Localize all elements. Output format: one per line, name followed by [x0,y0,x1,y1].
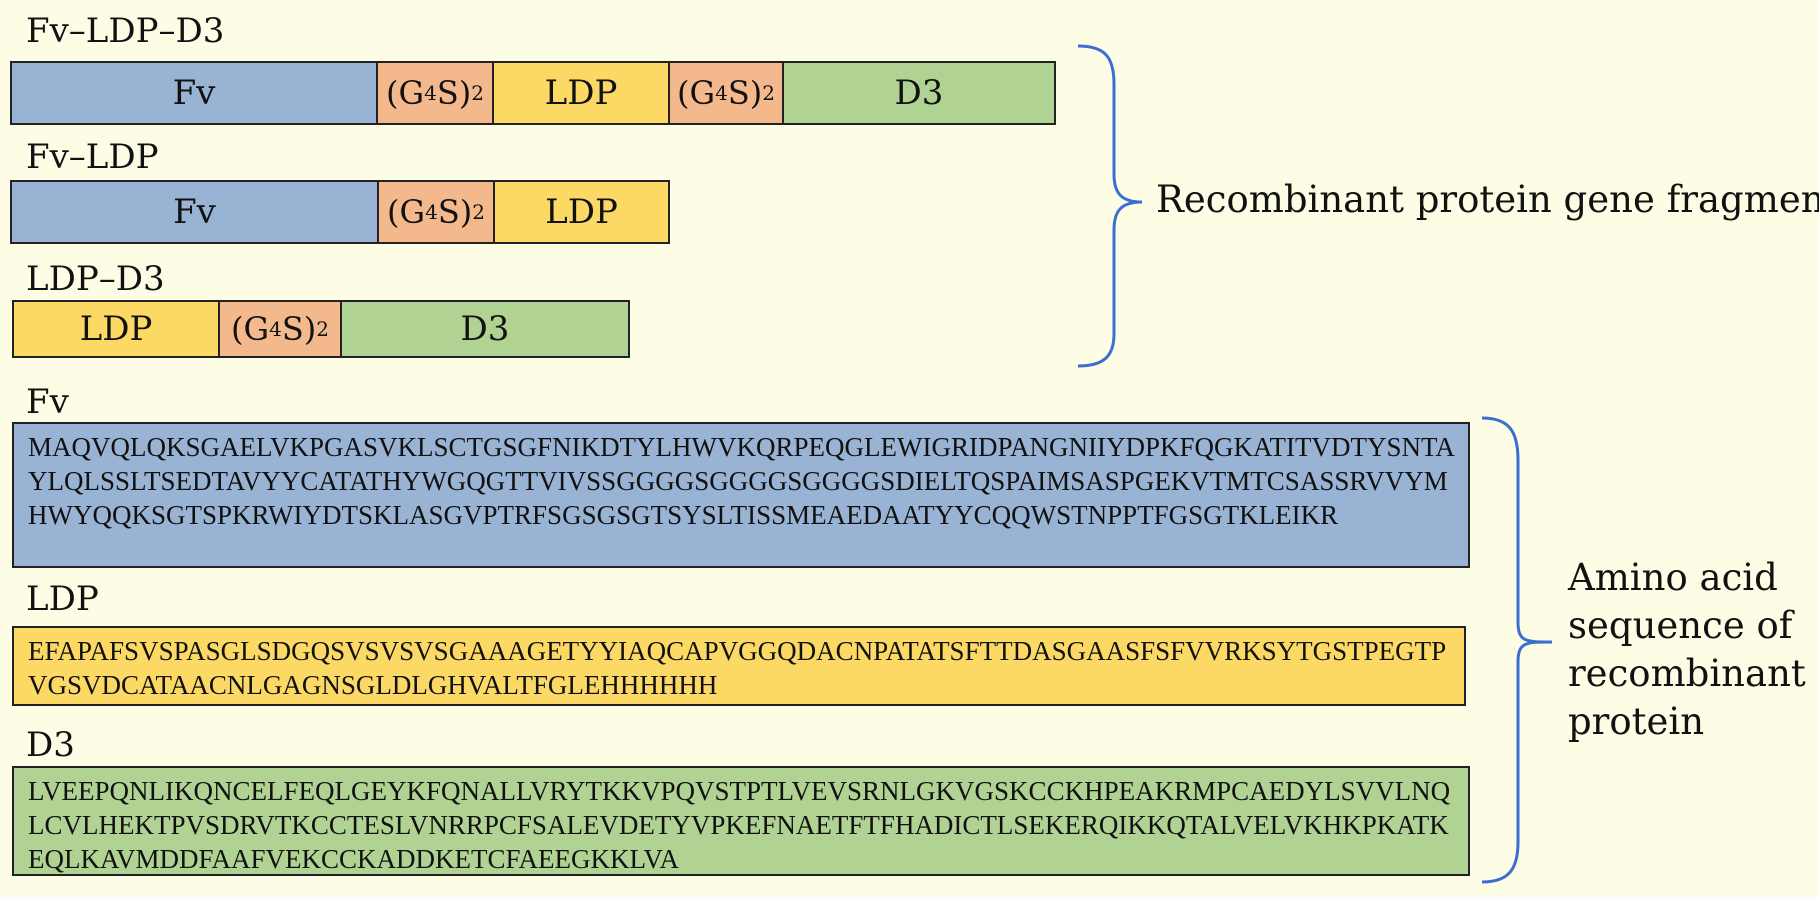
segment-ldp: LDP [14,302,220,356]
construct-title-fv-ldp: Fv–LDP [26,137,159,177]
amino-acid-label-line: recombinant [1568,652,1806,695]
sequence-title-ldp: LDP [26,579,99,619]
sequence-title-d3: D3 [26,725,75,765]
sequence-box-d3: LVEEPQNLIKQNCELFEQLGEYKFQNALLVRYTKKVPQVS… [12,766,1470,876]
sequence-title-fv: Fv [26,382,69,422]
gene-fragment-brace [1077,44,1143,368]
segment-fv: Fv [12,63,378,123]
segment-d3: D3 [784,63,1054,123]
segment-fv: Fv [12,182,379,242]
segment-ldp: LDP [494,63,670,123]
amino-acid-label-line: protein [1568,700,1705,743]
sequence-box-fv: MAQVQLQKSGAELVKPGASVKLSCTGSGFNIKDTYLHWVK… [12,422,1470,568]
sequence-box-ldp: EFAPAFSVSPASGLSDGQSVSVSVSGAAAGETYYIAQCAP… [12,626,1466,706]
construct-title-ldp-d3: LDP–D3 [26,259,165,299]
amino-acid-label-line: sequence of [1568,604,1793,647]
segment-ldp: LDP [495,182,668,242]
amino-acid-brace [1481,416,1553,884]
amino-acid-label-line: Amino acid [1568,556,1778,599]
segment-d3: D3 [342,302,628,356]
amino-acid-label: Amino acid sequence of recombinant prote… [1568,554,1806,746]
gene-fragment-label: Recombinant protein gene fragment [1156,178,1819,221]
construct-title-fv-ldp-d3: Fv–LDP–D3 [26,11,225,51]
